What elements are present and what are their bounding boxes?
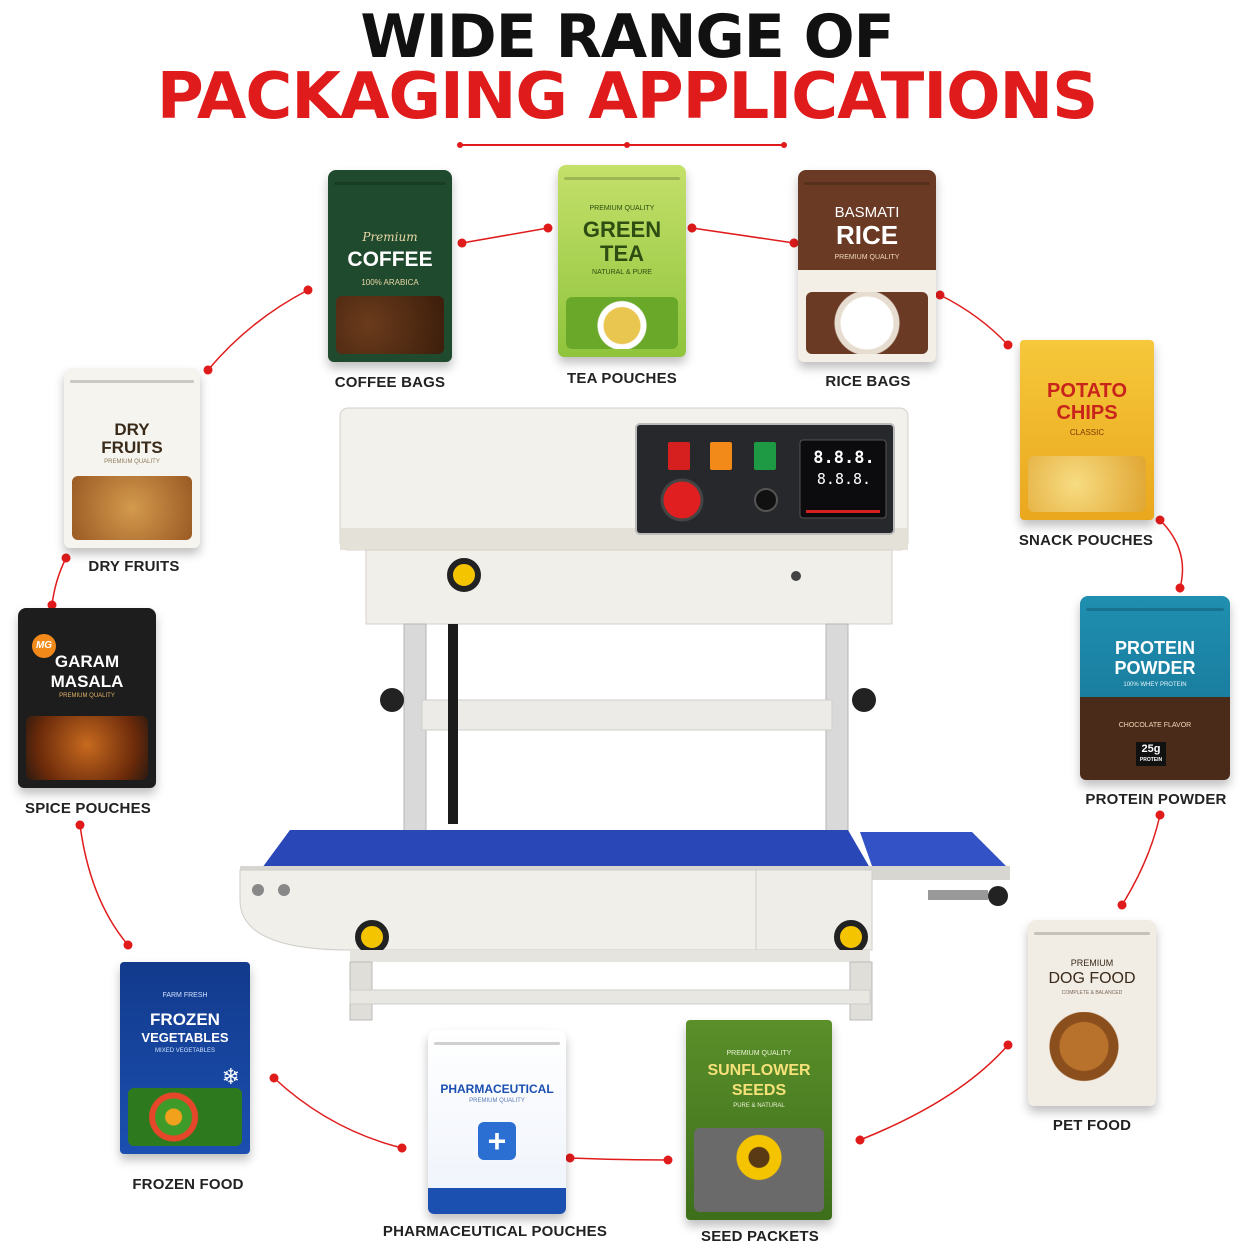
belt-knob-right-icon [834, 920, 868, 954]
protein-pouch: PROTEIN POWDER 100% WHEY PROTEIN CHOCOLA… [1080, 596, 1230, 780]
coffee-title: COFFEE [347, 248, 433, 271]
headline-line-1: WIDE RANGE OF [360, 2, 894, 72]
caption-coffee: COFFEE BAGS [334, 374, 446, 391]
dryfruits-title-1: DRY [114, 420, 150, 439]
dog-title: DOG FOOD [1048, 970, 1136, 987]
pharma-pouch: PHARMACEUTICAL PREMIUM QUALITY + [428, 1030, 566, 1214]
seeds-packet: PREMIUM QUALITY SUNFLOWER SEEDS PURE & N… [686, 1020, 832, 1220]
spice-sub: PREMIUM QUALITY [59, 693, 115, 699]
chips-sub: CLASSIC [1069, 428, 1105, 437]
rice-line-1: BASMATI [834, 204, 900, 221]
pharma-sub: PREMIUM QUALITY [469, 1098, 525, 1104]
ring-connectors [47, 223, 1185, 1165]
frozen-title-2: VEGETABLES [141, 1030, 229, 1045]
temperature-display [799, 439, 887, 519]
seeds-title-1: SUNFLOWER [707, 1062, 811, 1079]
caption-dryfruits: DRY FRUITS [88, 558, 180, 575]
coffee-bag: Premium COFFEE 100% ARABICA [328, 170, 452, 362]
chips-title-1: POTATO [1047, 380, 1127, 402]
tea-title-2: TEA [600, 241, 644, 266]
spice-brand-badge: MG [32, 634, 56, 658]
rice-title: RICE [835, 220, 899, 250]
protein-badge-sub: PROTEIN [1139, 757, 1163, 763]
coffee-sub: 100% ARABICA [361, 278, 419, 287]
caption-chips: SNACK POUCHES [1018, 532, 1154, 549]
protein-flavor: CHOCOLATE FLAVOR [1118, 722, 1192, 729]
rice-bag: BASMATI RICE PREMIUM QUALITY [798, 170, 936, 362]
display-bottom-readout: 8.8.8. [816, 470, 872, 488]
seeds-premium: PREMIUM QUALITY [726, 1050, 792, 1057]
spice-title-2: MASALA [50, 672, 124, 691]
green-switch-icon [754, 442, 776, 470]
tea-title-1: GREEN [582, 217, 662, 242]
red-switch-icon [668, 442, 690, 470]
tea-pouch: PREMIUM QUALITY GREEN TEA NATURAL & PURE [558, 165, 686, 357]
caption-pharma: PHARMACEUTICAL POUCHES [382, 1223, 608, 1240]
dry-fruits-pouch: DRY FRUITS PREMIUM QUALITY [64, 368, 200, 548]
rice-sub: PREMIUM QUALITY [834, 254, 900, 261]
caption-rice: RICE BAGS [825, 373, 911, 390]
frozen-sub: MIXED VEGETABLES [155, 1048, 215, 1054]
chips-pouch: POTATO CHIPS CLASSIC [1020, 340, 1154, 520]
spice-pouch: MG GARAM MASALA PREMIUM QUALITY [18, 608, 156, 788]
display-top-readout: 8.8.8. [813, 448, 875, 468]
band-sealer-machine [239, 407, 1010, 1021]
protein-title-2: POWDER [1114, 658, 1196, 678]
protein-badge: 25g [1141, 743, 1161, 755]
chips-title-2: CHIPS [1056, 402, 1118, 424]
caption-tea: TEA POUCHES [567, 370, 677, 387]
emergency-stop-icon [660, 478, 704, 522]
frozen-title-1: FROZEN [150, 1010, 220, 1029]
caption-dog: PET FOOD [1052, 1117, 1132, 1134]
dryfruits-sub: PREMIUM QUALITY [104, 459, 160, 465]
title-divider [457, 142, 787, 148]
seeds-title-2: SEEDS [731, 1082, 787, 1099]
sunflower-icon [694, 1128, 824, 1212]
caption-frozen: FROZEN FOOD [132, 1176, 244, 1193]
medical-cross-icon: + [478, 1122, 516, 1160]
speed-dial-icon [754, 488, 778, 512]
snowflake-icon: ❄ [221, 1064, 240, 1089]
frozen-food-bag: FARM FRESH FROZEN VEGETABLES MIXED VEGET… [120, 962, 250, 1154]
dog-food-pouch: PREMIUM DOG FOOD COMPLETE & BALANCED [1028, 920, 1156, 1106]
cable [448, 624, 458, 824]
height-knob-icon [447, 558, 481, 592]
dog-illustration-icon [1042, 1012, 1126, 1098]
protein-title-1: PROTEIN [1114, 638, 1195, 658]
belt-knob-left-icon [355, 920, 389, 954]
tea-sub: NATURAL & PURE [592, 269, 652, 276]
coffee-premium: Premium [362, 230, 418, 244]
seeds-sub: PURE & NATURAL [733, 1103, 785, 1109]
protein-sub: 100% WHEY PROTEIN [1123, 682, 1187, 688]
spice-title-1: GARAM [54, 652, 120, 671]
caption-seeds: SEED PACKETS [701, 1228, 819, 1245]
frozen-farm: FARM FRESH [162, 992, 208, 999]
dryfruits-title-2: FRUITS [101, 438, 163, 457]
dog-premium: PREMIUM [1070, 958, 1114, 968]
tea-premium: PREMIUM QUALITY [589, 205, 655, 212]
pharma-title: PHARMACEUTICAL [440, 1082, 554, 1096]
conveyor-belt [262, 830, 870, 868]
caption-spice: SPICE POUCHES [25, 800, 151, 817]
headline-line-2: PACKAGING APPLICATIONS [156, 60, 1098, 134]
dog-sub: COMPLETE & BALANCED [1061, 990, 1123, 996]
caption-protein: PROTEIN POWDER [1085, 791, 1227, 808]
orange-switch-icon [710, 442, 732, 470]
